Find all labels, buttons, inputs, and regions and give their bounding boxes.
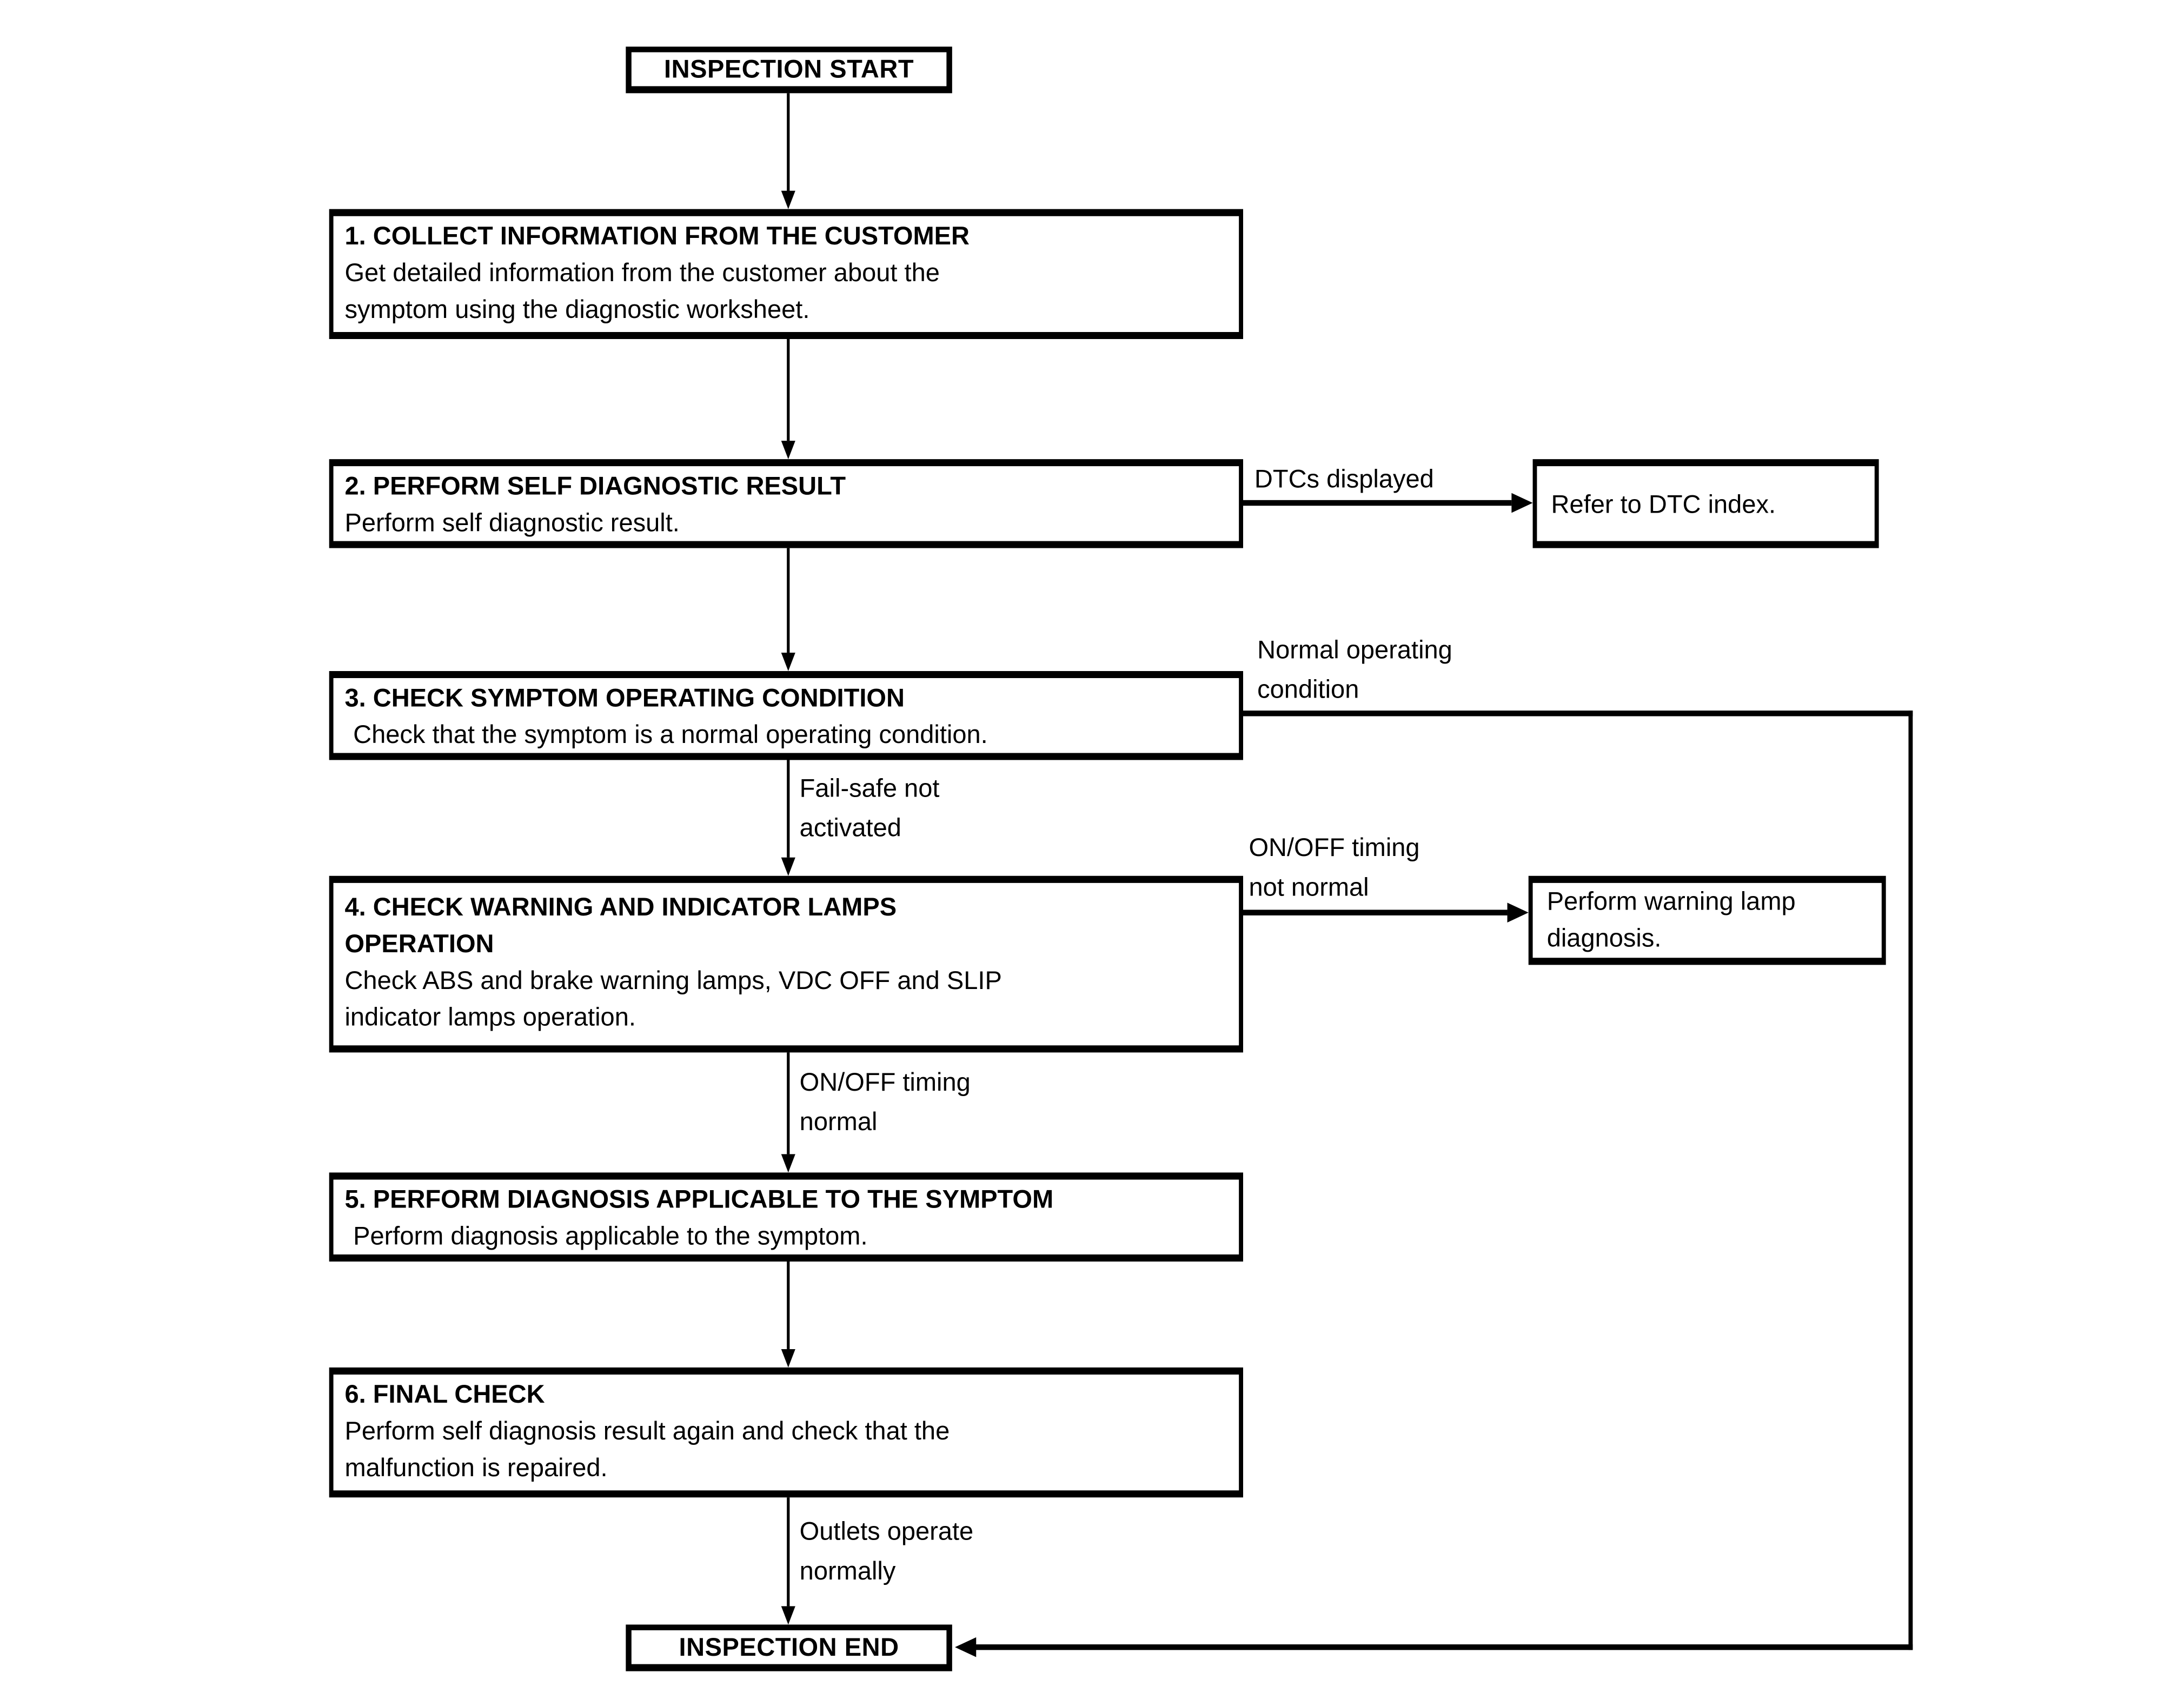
step-2-title: 2. PERFORM SELF DIAGNOSTIC RESULT [344,472,846,500]
step-6-box: 6. FINAL CHECK Perform self diagnosis re… [329,1367,1244,1498]
warning-lamp-diagnosis-line: diagnosis. [1546,924,1662,952]
connector-step3-step4 [787,760,790,858]
inspection-end-box: INSPECTION END [626,1624,952,1671]
warning-lamp-diagnosis-line: Perform warning lamp [1546,887,1796,915]
refer-dtc-index-label: Refer to DTC index. [1551,489,1776,518]
step-3-title: 3. CHECK SYMPTOM OPERATING CONDITION [344,683,905,712]
step-2-body-line: Perform self diagnostic result. [344,508,680,537]
label-onoff-normal: ON/OFF timing normal [800,1063,971,1141]
arrowhead-inspection-end-right [955,1637,977,1657]
connector-right-vertical [1908,711,1913,1650]
inspection-start-label: INSPECTION START [664,55,914,84]
label-fail-safe: Fail-safe not activated [800,768,940,847]
arrowhead-step3 [781,652,795,671]
arrowhead-step4 [781,857,795,876]
label-outlets-line: normally [799,1556,896,1585]
label-normal-operating-line: Normal operating [1257,635,1452,664]
label-normal-operating-line: condition [1257,675,1359,704]
step-4-body-line: indicator lamps operation. [344,1003,636,1032]
arrowhead-step5 [781,1154,795,1173]
step-6-title: 6. FINAL CHECK [344,1380,545,1409]
step-1-box: 1. COLLECT INFORMATION FROM THE CUSTOMER… [329,209,1244,339]
connector-step6-end [787,1497,790,1607]
label-dtcs-displayed: DTCs displayed [1254,459,1434,499]
arrowhead-step2 [781,441,795,460]
connector-start-step1 [787,93,790,193]
label-fail-safe-line: activated [799,813,901,842]
step-3-body-line: Check that the symptom is a normal opera… [353,720,988,749]
arrowhead-step1 [781,190,795,209]
step-5-body-line: Perform diagnosis applicable to the symp… [353,1222,868,1251]
step-5-box: 5. PERFORM DIAGNOSIS APPLICABLE TO THE S… [329,1172,1244,1262]
label-onoff-not-normal: ON/OFF timing not normal [1249,828,1419,907]
arrowhead-inspection-end [781,1606,795,1625]
step-4-box: 4. CHECK WARNING AND INDICATOR LAMPS OPE… [329,875,1244,1053]
label-onoff-not-normal-line: not normal [1249,873,1369,901]
refer-dtc-index-box: Refer to DTC index. [1532,459,1879,548]
connector-step5-step6 [787,1261,790,1349]
step-5-title: 5. PERFORM DIAGNOSIS APPLICABLE TO THE S… [344,1185,1054,1214]
connector-step4-warning [1243,910,1508,915]
warning-lamp-diagnosis-box: Perform warning lamp diagnosis. [1528,875,1886,965]
label-fail-safe-line: Fail-safe not [799,774,940,802]
connector-step1-step2 [787,339,790,441]
label-normal-operating: Normal operating condition [1257,630,1452,709]
connector-right-end [974,1644,1913,1650]
label-outlets: Outlets operate normally [800,1511,974,1590]
step-4-body-line: Check ABS and brake warning lamps, VDC O… [344,966,1002,995]
arrowhead-warning-box [1507,902,1529,922]
step-1-title: 1. COLLECT INFORMATION FROM THE CUSTOMER [344,222,970,250]
inspection-start-box: INSPECTION START [626,47,952,94]
connector-step3-right [1243,711,1913,716]
step-2-box: 2. PERFORM SELF DIAGNOSTIC RESULT Perfor… [329,459,1244,548]
step-6-body-line: malfunction is repaired. [344,1454,608,1482]
inspection-end-label: INSPECTION END [679,1633,899,1662]
label-onoff-normal-line: ON/OFF timing [799,1068,971,1097]
step-1-body-line: Get detailed information from the custom… [344,258,940,287]
label-outlets-line: Outlets operate [799,1517,974,1546]
connector-step2-step3 [787,548,790,653]
arrowhead-dtc-box [1511,493,1533,513]
step-4-title-line: OPERATION [344,930,494,958]
label-onoff-not-normal-line: ON/OFF timing [1249,833,1420,862]
label-dtcs-displayed-line: DTCs displayed [1254,464,1434,493]
step-1-body-line: symptom using the diagnostic worksheet. [344,295,810,324]
label-onoff-normal-line: normal [799,1107,878,1136]
connector-step2-dtc [1243,500,1512,506]
connector-step4-step5 [787,1052,790,1154]
step-4-title-line: 4. CHECK WARNING AND INDICATOR LAMPS [344,893,897,921]
step-3-box: 3. CHECK SYMPTOM OPERATING CONDITION Che… [329,671,1244,760]
step-6-body-line: Perform self diagnosis result again and … [344,1417,950,1445]
arrowhead-step6 [781,1349,795,1368]
